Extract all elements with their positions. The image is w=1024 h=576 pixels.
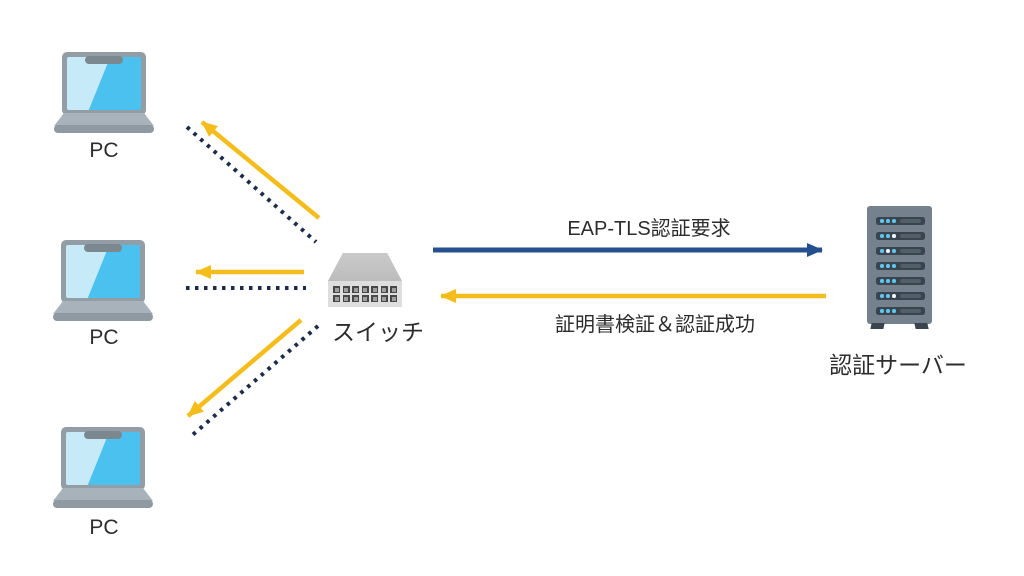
switch-port [371, 286, 378, 293]
server-foot [914, 323, 929, 329]
laptop-screen [62, 52, 146, 115]
server-bay [876, 217, 925, 225]
pc-middle-label: PC [89, 326, 119, 349]
server-bay [876, 262, 925, 270]
server-foot [870, 323, 885, 329]
server-bay [876, 307, 925, 315]
switch-port [380, 295, 388, 302]
laptop-base [53, 301, 153, 314]
switch-label: スイッチ [332, 319, 424, 345]
server-bay [876, 232, 925, 240]
laptop-base-edge [53, 313, 153, 321]
switch-top-face [328, 253, 402, 281]
switch-port [342, 295, 350, 302]
server-icon [867, 206, 932, 329]
response-message-label: 証明書検証＆認証成功 [555, 314, 755, 336]
pc-top-label: PC [89, 139, 119, 162]
switch-to-pc-bottom-arrow [186, 318, 303, 418]
server-bay [876, 247, 925, 255]
switch-port [352, 286, 359, 293]
laptop-touchpad [84, 244, 122, 252]
switch-port-panel [328, 281, 402, 307]
server-bay [876, 277, 925, 285]
switch-port [352, 295, 359, 302]
server-bay [876, 292, 925, 300]
pc-bottom-to-switch-dotted-line [187, 324, 320, 440]
laptop-base [53, 488, 153, 501]
laptop-touchpad [84, 431, 122, 439]
laptop-icon [53, 427, 153, 508]
switch-port [361, 295, 369, 302]
pc-top-to-switch-dotted-line [185, 125, 318, 244]
switch-port [390, 295, 397, 302]
switch-port [371, 295, 378, 302]
request-message-label: EAP-TLS認証要求 [567, 218, 731, 240]
laptop-base [54, 113, 154, 126]
laptop-touchpad [85, 56, 123, 64]
switch-port [333, 286, 340, 293]
switch-port [390, 286, 397, 293]
laptop-icon [53, 240, 153, 321]
laptop-base-edge [54, 125, 154, 133]
server-label: 認証サーバー [829, 352, 967, 378]
switch-port [361, 286, 369, 293]
switch-port [342, 286, 350, 293]
laptop-icon [54, 52, 154, 133]
switch-icon [328, 253, 402, 307]
pc-bottom-label: PC [89, 516, 119, 539]
switch-port [333, 295, 340, 302]
switch-port [380, 286, 388, 293]
laptop-base-edge [53, 500, 153, 508]
switch-to-pc-top-arrow [200, 120, 321, 220]
